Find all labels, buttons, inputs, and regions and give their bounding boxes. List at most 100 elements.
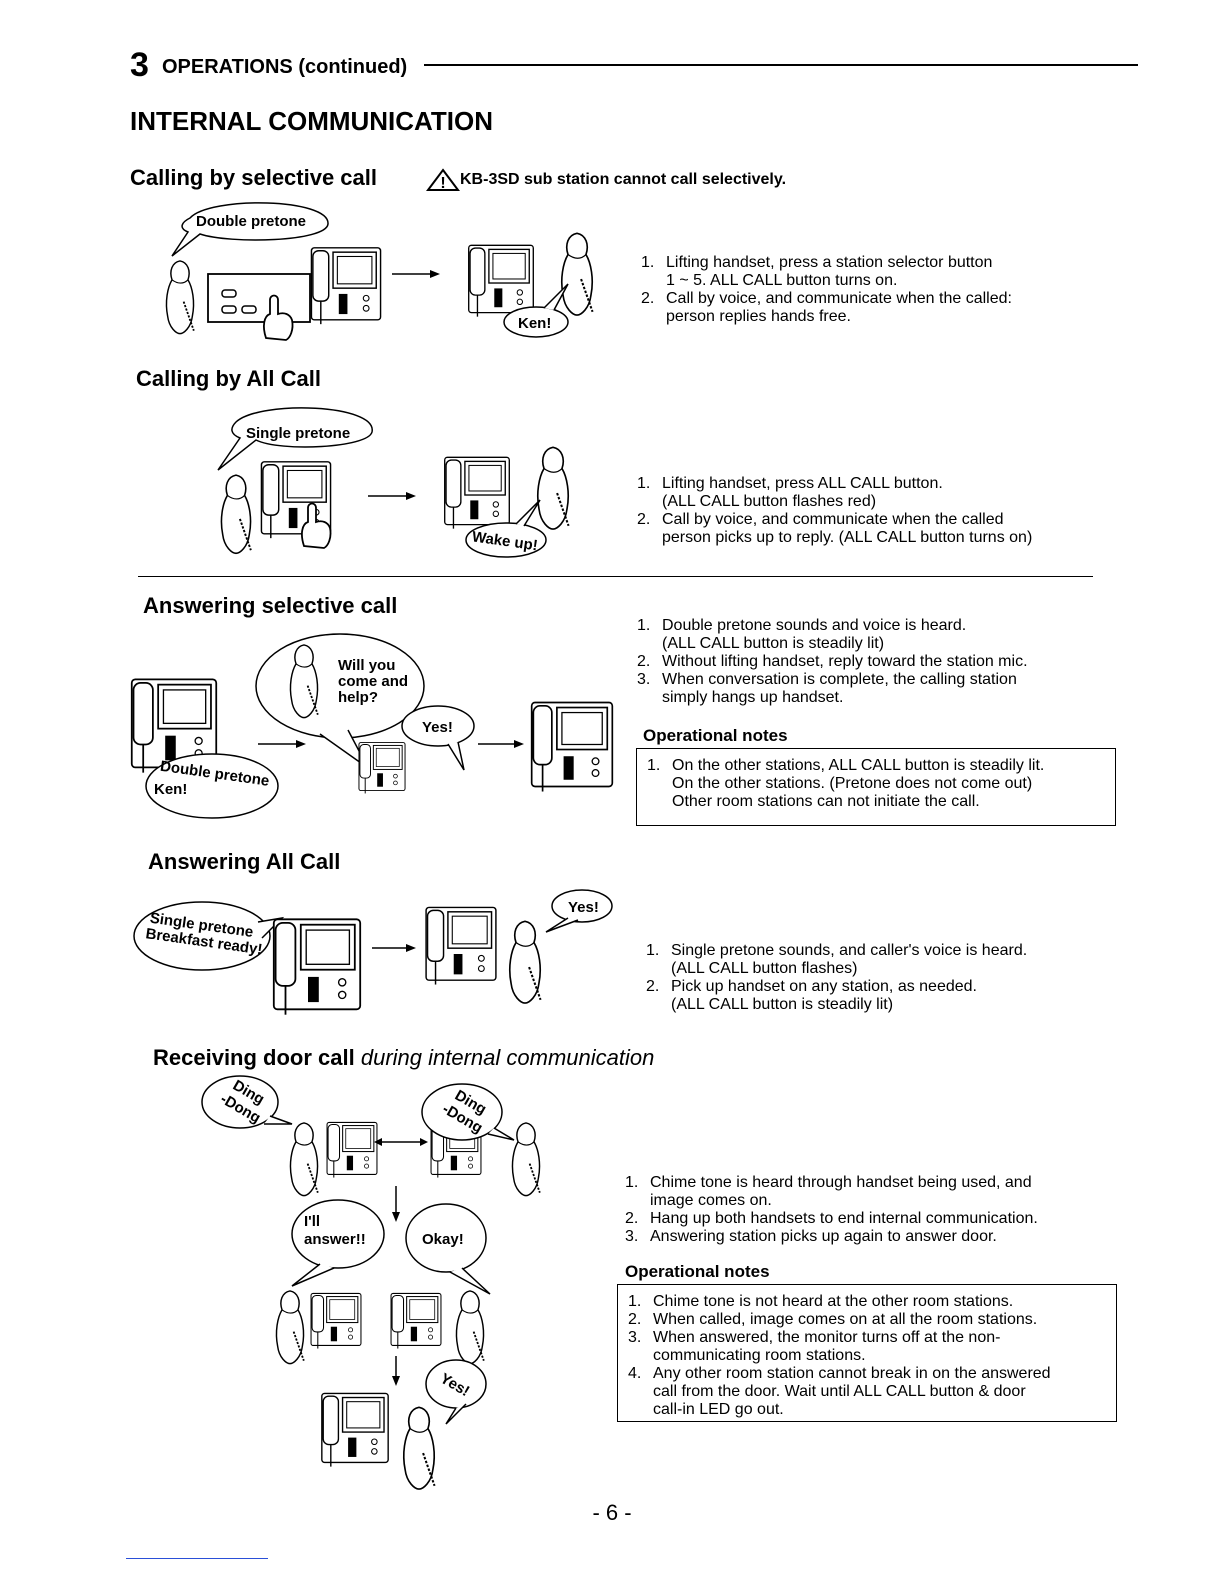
bubble-text-ill: I'll xyxy=(304,1213,320,1230)
list-item: 3.When conversation is complete, the cal… xyxy=(637,671,1017,706)
answer-selective-illustration: Double pretone Ken! Will you come and he… xyxy=(130,633,614,819)
person-icon xyxy=(402,1406,436,1491)
selector-panel xyxy=(207,273,311,323)
person-icon xyxy=(275,1289,305,1365)
person-icon xyxy=(289,1121,319,1197)
section-continued: (continued) xyxy=(298,56,408,78)
bubble-text-double-pretone: Double pretone xyxy=(196,213,306,230)
list-item: 1.Chime tone is not heard at the other r… xyxy=(628,1293,1014,1310)
answer-all-illustration: Single pretone Breakfast ready! Yes! xyxy=(133,889,613,1016)
receiving-station-icon xyxy=(467,244,535,318)
list-item: 2.Pick up handset on any station, as nee… xyxy=(646,978,977,1013)
person-icon xyxy=(220,474,252,555)
speech-bubble xyxy=(217,407,373,471)
selective-call-steps: 1.Lifting handset, press a station selec… xyxy=(641,254,1161,326)
header-rule xyxy=(424,64,1138,66)
all-call-steps: 1.Lifting handset, press ALL CALL button… xyxy=(637,475,1197,547)
speech-bubble xyxy=(145,753,279,819)
list-item: 4.Any other room station cannot break in… xyxy=(628,1365,1051,1418)
list-item: 3.Answering station picks up again to an… xyxy=(625,1228,997,1245)
room-station-icon xyxy=(530,701,614,793)
list-item: 2.Call by voice, and communicate when th… xyxy=(637,511,1033,546)
bubble-text-ken: Ken! xyxy=(154,781,187,798)
bubble-text-come-and: come and xyxy=(338,673,408,690)
person-icon xyxy=(536,446,570,531)
bubble-text-will-you: Will you xyxy=(338,657,395,674)
receiving-station-icon xyxy=(443,456,511,530)
answer-selective-title: Answering selective call xyxy=(143,593,398,618)
selective-call-illustration: Double pretone Ken! xyxy=(165,202,594,341)
bubble-text-yes: Yes! xyxy=(568,899,599,916)
list-item: 2.Hang up both handsets to end internal … xyxy=(625,1210,1038,1227)
speech-bubble xyxy=(551,889,613,923)
room-station-icon xyxy=(358,741,406,795)
door-call-notes-box: 1.Chime tone is not heard at the other r… xyxy=(617,1284,1117,1422)
room-station-icon xyxy=(390,1292,442,1350)
door-call-steps: 1.Chime tone is heard through handset be… xyxy=(625,1174,1145,1246)
bubble-text-help: help? xyxy=(338,689,378,706)
speech-bubble xyxy=(171,202,329,257)
room-station-icon xyxy=(272,918,362,1016)
door-call-illustration: Ding -Dong Ding -Dong I'll answer!! Okay… xyxy=(201,1075,541,1491)
door-call-notes-title: Operational notes xyxy=(625,1262,770,1281)
list-item: 3.When answered, the monitor turns off a… xyxy=(628,1329,1001,1364)
section-label: OPERATIONS xyxy=(162,56,293,78)
list-item: 1.Chime tone is heard through handset be… xyxy=(625,1174,1032,1209)
page-title: INTERNAL COMMUNICATION xyxy=(130,106,494,136)
footnote-rule xyxy=(126,1558,268,1559)
list-item: 1.Single pretone sounds, and caller's vo… xyxy=(646,942,1028,977)
person-icon xyxy=(560,232,594,317)
room-station-icon xyxy=(310,1292,362,1350)
svg-text:!: ! xyxy=(440,175,445,192)
answer-selective-notes-title: Operational notes xyxy=(643,726,788,745)
notes-list: 1.On the other stations, ALL CALL button… xyxy=(647,757,1105,811)
warning-icon: ! xyxy=(426,168,460,192)
page-number: - 6 - xyxy=(592,1500,632,1525)
warning-text: KB-3SD sub station cannot call selective… xyxy=(460,171,787,188)
selective-call-title: Calling by selective call xyxy=(130,165,378,190)
list-item: 1.Lifting handset, press a station selec… xyxy=(641,254,993,289)
speech-bubble xyxy=(405,1203,487,1273)
bubble-text-yes: Yes! xyxy=(422,719,453,736)
room-station-icon xyxy=(326,1121,378,1179)
bubble-text-ken: Ken! xyxy=(518,315,551,332)
speech-bubble xyxy=(291,1199,385,1269)
section-number: 3 xyxy=(130,46,149,84)
answer-all-steps: 1.Single pretone sounds, and caller's vo… xyxy=(646,942,1166,1014)
speech-bubble xyxy=(401,705,475,747)
all-call-illustration: Single pretone Wake up! xyxy=(217,407,570,558)
person-icon xyxy=(511,1121,541,1197)
person-icon xyxy=(289,643,319,719)
person-icon xyxy=(165,259,195,335)
bubble-text-answer: answer!! xyxy=(304,1231,366,1248)
all-call-title: Calling by All Call xyxy=(136,366,321,391)
list-item: 2.Without lifting handset, reply toward … xyxy=(637,653,1028,670)
speech-bubble xyxy=(421,1083,503,1141)
selective-call-warning: ! KB-3SD sub station cannot call selecti… xyxy=(426,168,786,192)
list-item: 2.Call by voice, and communicate when th… xyxy=(641,290,1012,325)
receiving-station-icon xyxy=(425,906,497,986)
section-divider xyxy=(138,576,1093,577)
answer-selective-notes-box: 1.On the other stations, ALL CALL button… xyxy=(636,748,1116,826)
speech-bubble xyxy=(201,1075,279,1129)
bubble-text-single-pretone: Single pretone xyxy=(246,425,350,442)
door-call-title-bold: Receiving door call xyxy=(153,1045,355,1070)
speech-bubble xyxy=(465,522,547,558)
answer-all-title: Answering All Call xyxy=(148,849,341,874)
notes-list: 1.Chime tone is not heard at the other r… xyxy=(628,1293,1106,1419)
door-call-title-italic: during internal communication xyxy=(360,1045,655,1070)
list-item: 1.On the other stations, ALL CALL button… xyxy=(647,757,1045,810)
answer-selective-steps: 1.Double pretone sounds and voice is hea… xyxy=(637,617,1177,707)
list-item: 2.When called, image comes on at all the… xyxy=(628,1311,1038,1328)
receiving-station-icon xyxy=(321,1392,389,1468)
list-item: 1.Lifting handset, press ALL CALL button… xyxy=(637,475,943,510)
door-call-title: Receiving door call during internal comm… xyxy=(153,1045,654,1071)
room-station-icon xyxy=(310,247,382,325)
person-icon xyxy=(508,920,542,1005)
speech-bubble xyxy=(133,901,271,971)
speech-bubble xyxy=(503,306,569,338)
section-title: OPERATIONS (continued) xyxy=(162,56,407,79)
list-item: 1.Double pretone sounds and voice is hea… xyxy=(637,617,967,652)
person-icon xyxy=(455,1289,485,1365)
bubble-text-okay: Okay! xyxy=(422,1231,464,1248)
